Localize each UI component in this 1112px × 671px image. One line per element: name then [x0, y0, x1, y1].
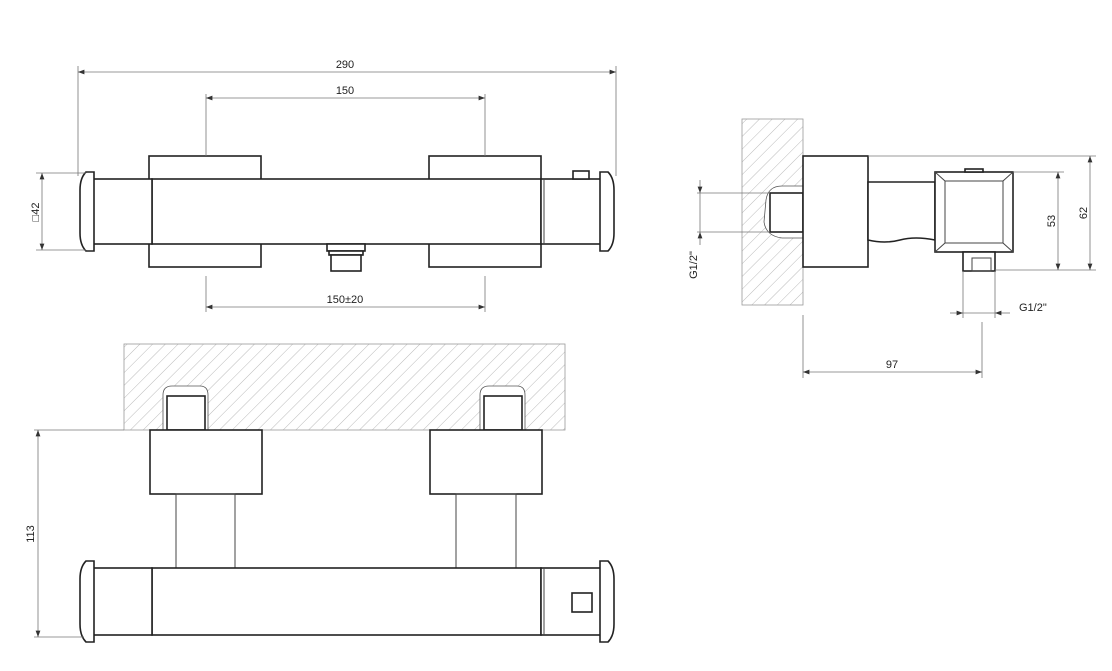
eccentric-block-side	[802, 155, 869, 268]
left-end-cap	[79, 171, 95, 252]
temperature-stop-nub	[572, 170, 590, 180]
temperature-marker	[571, 592, 593, 613]
wall-inlet	[769, 192, 804, 233]
plan-view: 113	[25, 343, 615, 643]
dimension-outlet-thread: G1/2"	[1019, 302, 1047, 314]
left-stem	[175, 493, 236, 569]
front-view: 290 150 150±20 □42	[30, 59, 617, 312]
dimension-overall-height: 62	[1078, 207, 1090, 219]
outlet-connector	[326, 243, 366, 252]
dimension-overall-length: 290	[336, 59, 354, 71]
dimension-projection: 97	[886, 359, 898, 371]
mixer-body-plan	[151, 567, 542, 636]
right-end-tube	[540, 178, 603, 245]
right-end-cap-plan	[599, 560, 615, 643]
right-eccentric-block	[429, 429, 543, 495]
left-eccentric-block	[149, 429, 263, 495]
outlet-nut	[962, 251, 996, 272]
mixer-head-side	[934, 171, 1014, 253]
dimension-wall-inlet-thread: G1/2"	[688, 251, 700, 279]
left-inlet-pipe	[166, 395, 206, 431]
left-end-tube	[91, 178, 153, 245]
dimension-body-section: □42	[30, 203, 42, 222]
right-inlet-pipe	[483, 395, 523, 431]
right-stem	[455, 493, 517, 569]
dimension-inlet-spacing: 150±20	[327, 294, 364, 306]
left-end-cap-plan	[79, 560, 95, 643]
dimension-head-height: 53	[1046, 215, 1058, 227]
dimension-depth: 113	[25, 525, 37, 543]
dimension-handle-spacing: 150	[336, 85, 354, 97]
connecting-pipe	[867, 181, 936, 243]
right-end-cap	[599, 171, 615, 252]
side-view: 62 53 G1/2" G1/2" 97	[688, 118, 1096, 378]
mixer-body	[151, 178, 542, 245]
